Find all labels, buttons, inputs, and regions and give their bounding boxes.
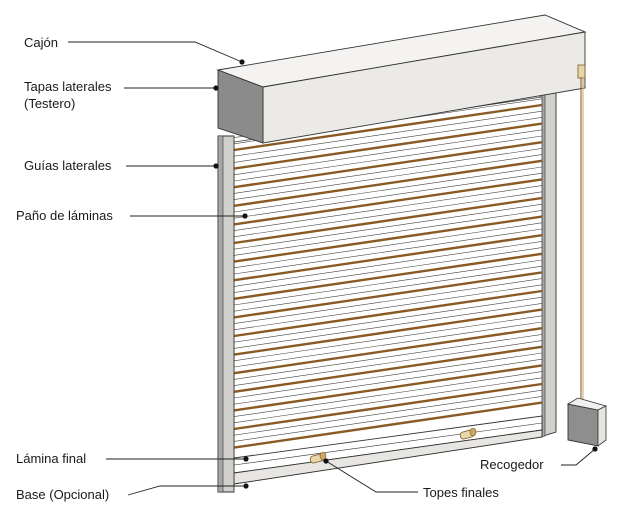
slat-divider <box>233 166 543 213</box>
label-cajon: Cajón <box>24 35 58 50</box>
slat-divider <box>233 247 543 293</box>
leader-tapas <box>124 85 219 91</box>
slat-brown-band <box>233 141 543 189</box>
leader-guias <box>126 163 219 169</box>
slat-divider <box>233 371 543 417</box>
slat-divider <box>233 241 543 287</box>
slat-divider <box>233 129 543 176</box>
box-housing <box>216 14 587 144</box>
slat-brown-band <box>233 364 543 412</box>
leader-pano <box>130 213 248 219</box>
slat-brown-band <box>233 178 543 226</box>
slat-divider <box>233 334 543 380</box>
slat-brown-band <box>233 234 543 282</box>
slat-divider <box>233 222 543 269</box>
leader-cajon <box>68 41 245 65</box>
slat-brown-band <box>233 308 543 356</box>
slat-brown-band <box>233 345 543 393</box>
slat-divider <box>233 110 543 157</box>
slat-divider <box>233 315 543 362</box>
slat-divider <box>233 352 543 399</box>
slat-brown-band <box>233 289 543 338</box>
slat-divider <box>233 340 543 386</box>
slat-lines <box>233 92 543 449</box>
slat-divider <box>233 203 543 250</box>
slat-brown-band <box>233 159 543 207</box>
slat-brown-band <box>233 271 543 319</box>
slat-divider <box>233 191 543 238</box>
strap-winder <box>566 64 608 447</box>
leader-lamina-final <box>106 456 249 462</box>
label-tapas-line2: (Testero) <box>24 96 75 111</box>
slat-brown-band <box>233 327 543 375</box>
slat-divider <box>233 185 543 231</box>
leader-base <box>127 483 249 496</box>
slat-divider <box>233 265 543 312</box>
slat-divider <box>233 278 543 324</box>
slat-brown-band <box>233 215 543 263</box>
slat-divider <box>233 296 543 343</box>
label-base: Base (Opcional) <box>16 487 109 502</box>
label-topes: Topes finales <box>423 485 499 500</box>
left-guide-rail <box>217 135 235 493</box>
slat-divider <box>233 396 543 442</box>
slat-brown-band <box>233 401 543 449</box>
slat-divider <box>233 117 543 163</box>
slat-divider <box>233 210 543 256</box>
slat-divider <box>233 358 543 405</box>
slat-brown-band <box>233 196 543 245</box>
label-guias: Guías laterales <box>24 158 112 173</box>
end-stop-left <box>309 451 327 464</box>
slat-divider <box>233 172 543 219</box>
slat-divider <box>233 321 543 368</box>
end-stop-right <box>459 427 477 440</box>
slat-divider <box>233 135 543 182</box>
slat-divider <box>233 284 543 331</box>
slat-divider <box>233 154 543 200</box>
slat-divider <box>233 228 543 275</box>
slat-brown-band <box>233 382 543 431</box>
slat-brown-band <box>233 122 543 170</box>
slat-divider <box>233 377 543 424</box>
slat-divider <box>233 303 543 349</box>
side-cap <box>217 69 264 144</box>
leader-topes <box>323 458 418 493</box>
slat-brown-band <box>233 103 543 152</box>
slat-divider <box>233 259 543 306</box>
label-pano: Paño de láminas <box>16 208 113 223</box>
label-lamina-final: Lámina final <box>16 451 86 466</box>
slat-brown-band <box>233 252 543 300</box>
label-tapas-line1: Tapas laterales <box>24 79 112 94</box>
slat-divider <box>233 148 543 194</box>
leader-recogedor <box>561 446 598 466</box>
label-recogedor: Recogedor <box>480 457 544 472</box>
slat-divider <box>233 389 543 436</box>
